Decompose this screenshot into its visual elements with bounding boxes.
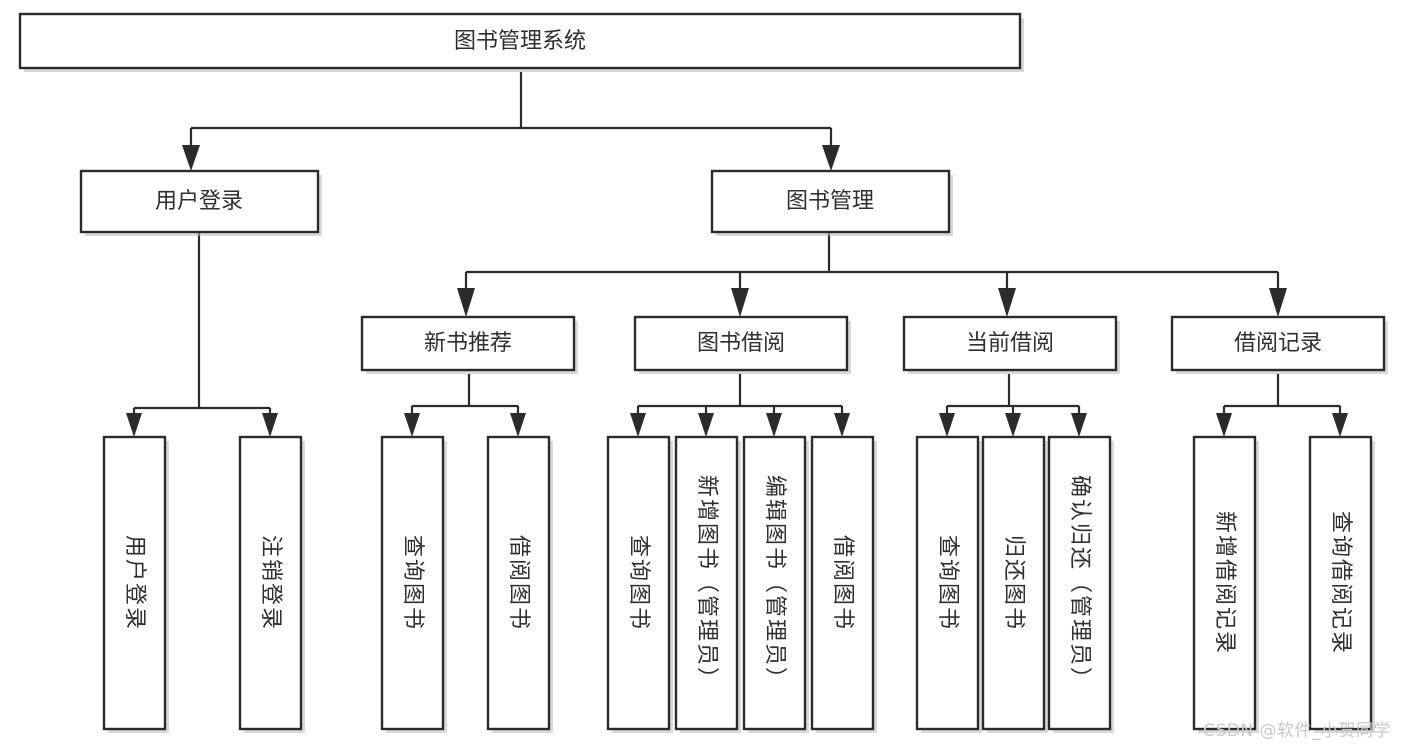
book-manage-label: 图书管理 bbox=[786, 189, 874, 214]
leaf-query-book-2-label: 查询图书 bbox=[626, 535, 651, 631]
leaf-borrow-book-2-box bbox=[810, 435, 875, 731]
connector-bookborrow-bus bbox=[636, 374, 844, 413]
arrowhead-to-book-manage bbox=[822, 145, 840, 171]
root-box bbox=[18, 12, 1022, 70]
leaf-user-login-box bbox=[102, 435, 167, 731]
leaf-query-book-3-label: 查询图书 bbox=[935, 535, 960, 631]
node-leaf-borrow-book-2[interactable]: 借阅图书 bbox=[810, 435, 877, 733]
leaf-edit-book-label: 编辑图书（管理员） bbox=[762, 475, 787, 691]
arrowhead-leaf-add-record bbox=[1216, 413, 1232, 437]
node-book-manage[interactable]: 图书管理 bbox=[710, 169, 953, 236]
csdn-watermark: CSDN @软件_小贺同学 bbox=[1203, 721, 1391, 741]
connector-newbookrec-bus bbox=[410, 374, 520, 413]
node-leaf-query-record[interactable]: 查询借阅记录 bbox=[1308, 435, 1375, 733]
leaf-borrow-book-1-label: 借阅图书 bbox=[506, 535, 531, 631]
arrowhead-leaf-user-login bbox=[126, 413, 142, 437]
book-borrow-label: 图书借阅 bbox=[697, 331, 785, 356]
leaf-query-book-2-box bbox=[606, 435, 671, 731]
node-root[interactable]: 图书管理系统 bbox=[18, 12, 1024, 72]
connector-bookmanage-bus bbox=[464, 232, 1280, 288]
arrowhead-leaf-edit-book bbox=[766, 413, 782, 437]
leaf-return-book-box bbox=[981, 435, 1046, 731]
user-login-box bbox=[79, 169, 320, 234]
leaf-add-record-label: 新增借阅记录 bbox=[1212, 511, 1237, 655]
leaf-borrow-book-2-label: 借阅图书 bbox=[830, 535, 855, 631]
node-leaf-edit-book[interactable]: 编辑图书（管理员） bbox=[742, 435, 809, 733]
arrowhead-to-book-borrow bbox=[731, 288, 749, 317]
user-login-label: 用户登录 bbox=[155, 189, 243, 214]
leaf-logout-login-label: 注销登录 bbox=[258, 535, 283, 631]
leaf-query-book-1-label: 查询图书 bbox=[400, 535, 425, 631]
node-leaf-confirm-return[interactable]: 确认归还（管理员） bbox=[1047, 435, 1114, 733]
leaf-add-book-label: 新增图书（管理员） bbox=[694, 475, 719, 691]
current-borrow-label: 当前借阅 bbox=[966, 331, 1054, 356]
arrowhead-leaf-add-book bbox=[698, 413, 714, 437]
node-leaf-query-book-2[interactable]: 查询图书 bbox=[606, 435, 673, 733]
arrowhead-leaf-borrow-book-1 bbox=[510, 413, 526, 437]
connector-currentborrow-bus bbox=[945, 374, 1081, 413]
leaf-confirm-return-label: 确认归还（管理员） bbox=[1067, 475, 1092, 691]
leaf-return-book-label: 归还图书 bbox=[1001, 535, 1026, 631]
arrowhead-to-user-login bbox=[182, 145, 200, 171]
arrowhead-leaf-logout-login bbox=[262, 413, 278, 437]
book-borrow-box bbox=[633, 315, 849, 372]
leaf-query-record-box bbox=[1308, 435, 1373, 731]
leaf-edit-book-box bbox=[742, 435, 807, 731]
arrowhead-to-borrow-record bbox=[1269, 288, 1287, 317]
new-book-rec-box bbox=[360, 315, 576, 372]
node-user-login[interactable]: 用户登录 bbox=[79, 169, 322, 236]
root-label: 图书管理系统 bbox=[454, 29, 586, 54]
node-leaf-add-record[interactable]: 新增借阅记录 bbox=[1192, 435, 1259, 733]
node-borrow-record[interactable]: 借阅记录 bbox=[1170, 315, 1388, 374]
connector-layer bbox=[126, 72, 1348, 437]
arrowhead-to-current-borrow bbox=[998, 288, 1016, 317]
connector-userlogin-bus bbox=[132, 232, 272, 413]
arrowhead-leaf-query-book-2 bbox=[630, 413, 646, 437]
connector-borrowrecord-bus bbox=[1222, 374, 1342, 413]
node-leaf-logout-login[interactable]: 注销登录 bbox=[238, 435, 305, 733]
leaf-query-book-3-box bbox=[915, 435, 980, 731]
current-borrow-box bbox=[902, 315, 1118, 372]
arrowhead-leaf-query-record bbox=[1332, 413, 1348, 437]
node-leaf-return-book[interactable]: 归还图书 bbox=[981, 435, 1048, 733]
leaf-logout-login-box bbox=[238, 435, 303, 731]
node-book-borrow[interactable]: 图书借阅 bbox=[633, 315, 851, 374]
node-leaf-query-book-3[interactable]: 查询图书 bbox=[915, 435, 982, 733]
node-leaf-query-book-1[interactable]: 查询图书 bbox=[380, 435, 447, 733]
arrowhead-to-new-book-rec bbox=[457, 288, 475, 317]
borrow-record-label: 借阅记录 bbox=[1234, 331, 1322, 356]
node-leaf-add-book[interactable]: 新增图书（管理员） bbox=[674, 435, 741, 733]
leaf-borrow-book-1-box bbox=[486, 435, 551, 731]
arrowhead-leaf-query-book-3 bbox=[939, 413, 955, 437]
connector-root-bus bbox=[189, 72, 833, 145]
leaf-query-book-1-box bbox=[380, 435, 445, 731]
node-current-borrow[interactable]: 当前借阅 bbox=[902, 315, 1120, 374]
leaf-confirm-return-box bbox=[1047, 435, 1112, 731]
leaf-query-record-label: 查询借阅记录 bbox=[1328, 511, 1353, 655]
leaf-add-book-box bbox=[674, 435, 739, 731]
arrowhead-leaf-query-book-1 bbox=[404, 413, 420, 437]
leaf-add-record-box bbox=[1192, 435, 1257, 731]
arrowhead-leaf-borrow-book-2 bbox=[834, 413, 850, 437]
node-leaf-user-login[interactable]: 用户登录 bbox=[102, 435, 169, 733]
book-manage-box bbox=[710, 169, 951, 234]
new-book-rec-label: 新书推荐 bbox=[424, 331, 512, 356]
leaf-user-login-label: 用户登录 bbox=[122, 535, 147, 631]
node-leaf-borrow-book-1[interactable]: 借阅图书 bbox=[486, 435, 553, 733]
arrowhead-leaf-confirm-return bbox=[1071, 413, 1087, 437]
borrow-record-box bbox=[1170, 315, 1386, 372]
arrowhead-leaf-return-book bbox=[1005, 413, 1021, 437]
node-new-book-rec[interactable]: 新书推荐 bbox=[360, 315, 578, 374]
